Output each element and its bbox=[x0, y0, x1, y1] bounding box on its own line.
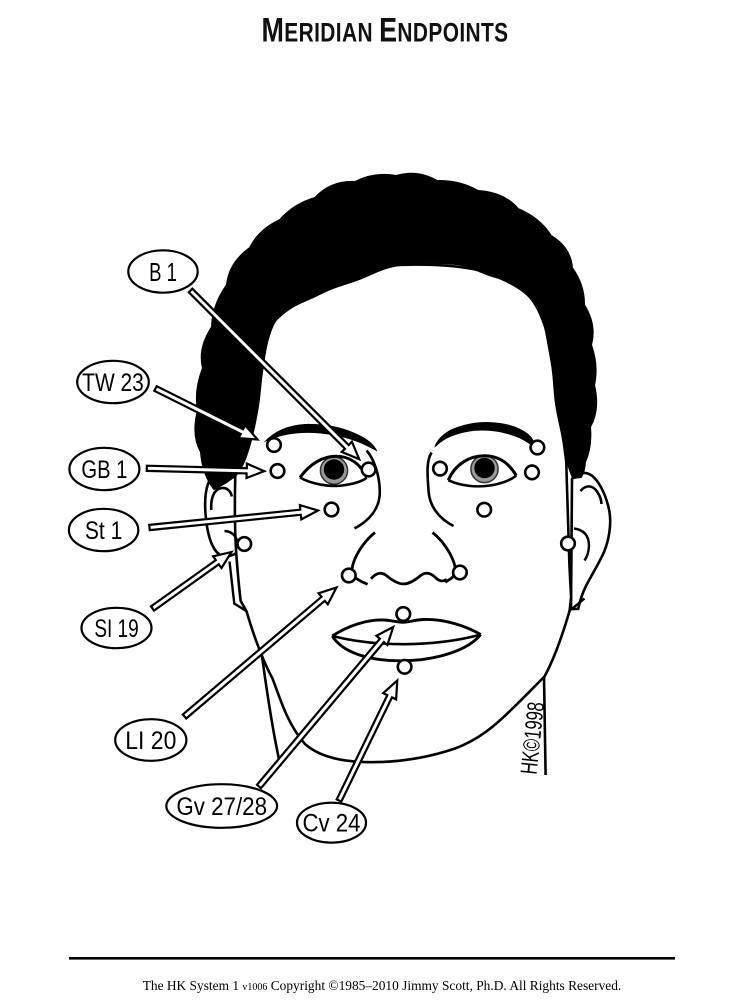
svg-text:LI 20: LI 20 bbox=[125, 727, 176, 755]
svg-text:GB 1: GB 1 bbox=[81, 456, 127, 484]
svg-text:Gv 27/28: Gv 27/28 bbox=[176, 793, 267, 821]
svg-text:St 1: St 1 bbox=[85, 517, 123, 545]
svg-text:Cv 24: Cv 24 bbox=[303, 810, 361, 838]
svg-text:TW 23: TW 23 bbox=[82, 369, 144, 397]
svg-text:The HK System 1 v1006 Copyrigh: The HK System 1 v1006 Copyright ©1985–20… bbox=[143, 978, 622, 993]
svg-text:SI 19: SI 19 bbox=[94, 615, 138, 643]
svg-text:B 1: B 1 bbox=[149, 257, 177, 287]
